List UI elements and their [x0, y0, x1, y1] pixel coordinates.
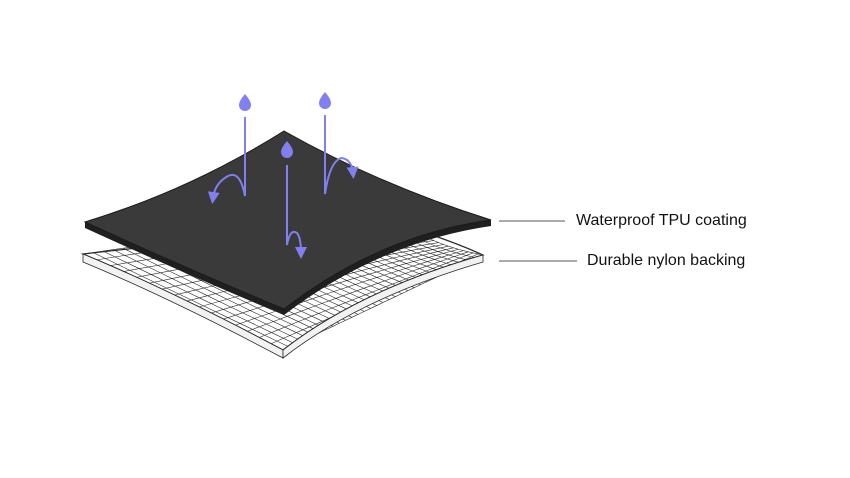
mesh-side-edge — [282, 254, 484, 359]
coating-label: Waterproof TPU coating — [576, 212, 747, 229]
water-flow — [207, 92, 359, 259]
water-drop-icon — [281, 141, 293, 158]
mesh-line — [257, 252, 474, 339]
bounce-arrow-icon — [324, 115, 359, 195]
bounce-arrow-icon — [286, 165, 307, 259]
mesh-line — [232, 250, 464, 327]
backing-label: Durable nylon backing — [587, 252, 746, 269]
coating-thickness — [85, 220, 491, 315]
water-drop-icon — [239, 94, 251, 111]
bounce-arrow-icon — [207, 117, 246, 204]
mesh-line — [245, 251, 469, 333]
mesh-line — [220, 249, 459, 321]
water-drop-icon — [319, 92, 331, 109]
